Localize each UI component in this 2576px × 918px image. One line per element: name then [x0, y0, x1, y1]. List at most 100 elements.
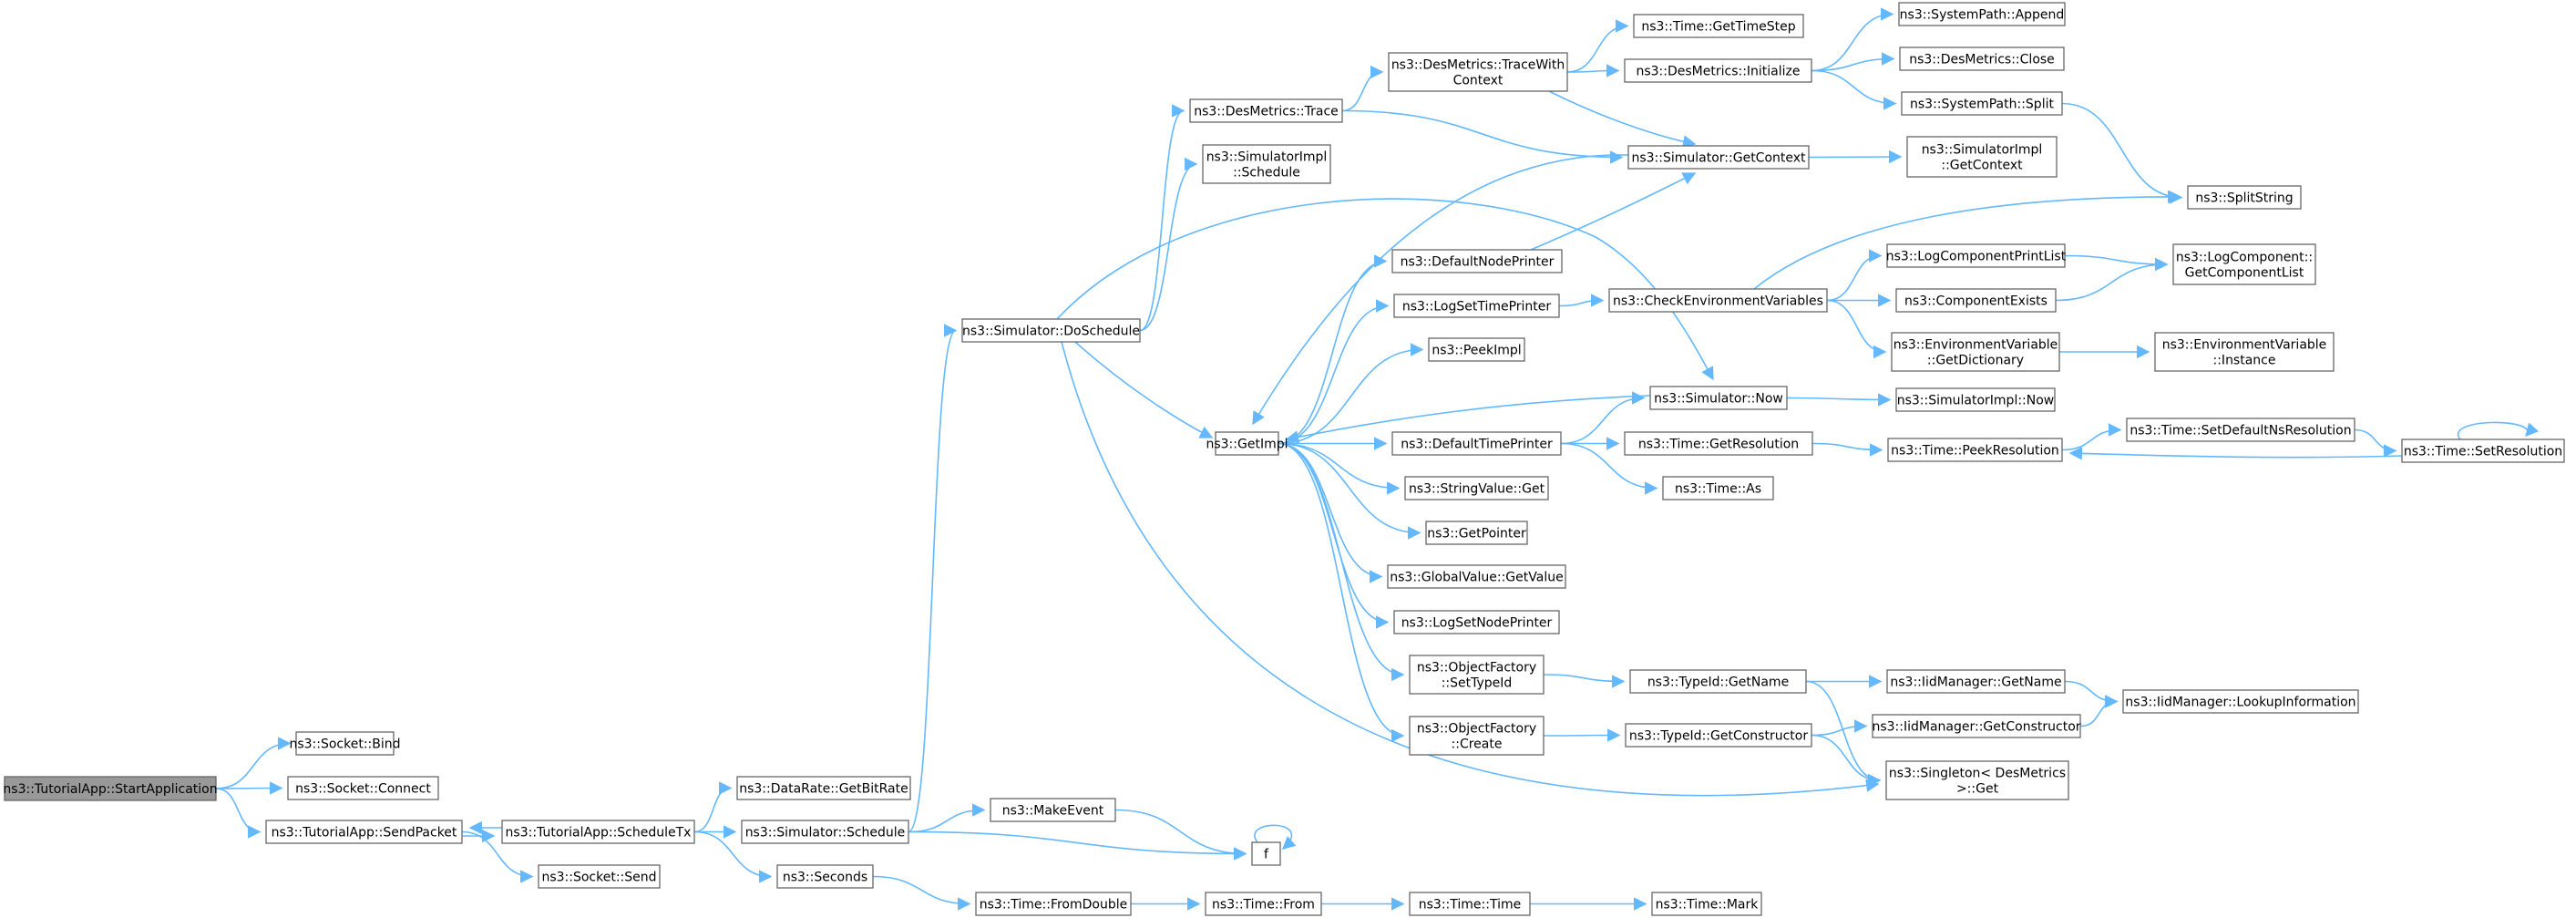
node-implnow[interactable]: ns3::SimulatorImpl::Now — [1895, 387, 2056, 412]
node-time[interactable]: ns3::Time::Time — [1409, 892, 1531, 916]
node-getcontext[interactable]: ns3::Simulator::GetContext — [1627, 145, 1810, 170]
node-label: ns3::ObjectFactory — [1417, 722, 1536, 737]
node-destrace[interactable]: ns3::DesMetrics::Trace — [1189, 98, 1343, 123]
node-iidgetctor[interactable]: ns3::IidManager::GetConstructor — [1872, 714, 2081, 738]
node-defnodeprinter[interactable]: ns3::DefaultNodePrinter — [1391, 249, 1563, 273]
edge-doschedule-to-simimplschedule — [1139, 157, 1198, 332]
node-compexists[interactable]: ns3::ComponentExists — [1895, 288, 2057, 313]
node-peekresolution[interactable]: ns3::Time::PeekResolution — [1887, 438, 2063, 462]
node-iidgetname[interactable]: ns3::IidManager::GetName — [1886, 669, 2066, 694]
node-gettimestep[interactable]: ns3::Time::GetTimeStep — [1633, 14, 1804, 38]
node-label: ns3::Socket::Connect — [295, 782, 431, 797]
node-simschedule[interactable]: ns3::Simulator::Schedule — [741, 820, 909, 844]
node-start[interactable]: ns3::TutorialApp::StartApplication — [3, 776, 218, 801]
node-label: ns3::Socket::Send — [541, 871, 656, 885]
edge-iidgetname-to-iidlookup — [2064, 680, 2119, 708]
node-label: ns3::SimulatorImpl::Now — [1897, 394, 2055, 408]
node-logcompprintlist[interactable]: ns3::LogComponentPrintList — [1886, 243, 2067, 268]
node-getresolution[interactable]: ns3::Time::GetResolution — [1624, 431, 1813, 456]
node-label: ns3::CheckEnvironmentVariables — [1613, 294, 1823, 309]
edge-typeidgetctor-to-iidgetctor — [1811, 719, 1868, 737]
node-box — [1391, 431, 1562, 456]
node-deftimeprinter[interactable]: ns3::DefaultTimePrinter — [1391, 431, 1562, 456]
node-bitrate[interactable]: ns3::DataRate::GetBitRate — [736, 776, 911, 800]
node-box — [1627, 145, 1810, 170]
node-simimplschedule[interactable]: ns3::SimulatorImpl::Schedule — [1202, 144, 1331, 184]
node-desinit[interactable]: ns3::DesMetrics::Initialize — [1624, 58, 1812, 83]
node-box — [1629, 669, 1807, 694]
node-envgetdict[interactable]: ns3::EnvironmentVariable::GetDictionary — [1891, 332, 2060, 372]
node-stringget[interactable]: ns3::StringValue::Get — [1404, 476, 1549, 500]
node-checkenv[interactable]: ns3::CheckEnvironmentVariables — [1608, 288, 1828, 313]
node-makeevent[interactable]: ns3::MakeEvent — [990, 798, 1116, 822]
edge-simschedule-to-f — [908, 830, 1247, 861]
node-label: ns3::IidManager::GetName — [1890, 676, 2061, 690]
node-box — [1872, 714, 2081, 738]
node-singleton[interactable]: ns3::Singleton< DesMetrics >::Get — [1885, 760, 2069, 800]
node-typeidgetname[interactable]: ns3::TypeId::GetName — [1629, 669, 1807, 694]
edge-getresolution-to-peekresolution — [1811, 442, 1883, 457]
node-label: ::Schedule — [1233, 166, 1300, 181]
node-box — [1387, 564, 1566, 589]
node-logsettimeprinter[interactable]: ns3::LogSetTimePrinter — [1393, 294, 1560, 318]
node-getpointer[interactable]: ns3::GetPointer — [1425, 521, 1528, 545]
node-timeas[interactable]: ns3::Time::As — [1662, 476, 1774, 500]
node-label: ns3::IidManager::GetConstructor — [1872, 720, 2080, 735]
node-simnow[interactable]: ns3::Simulator::Now — [1649, 386, 1788, 410]
node-from[interactable]: ns3::Time::From — [1205, 892, 1322, 916]
node-label: ns3::Socket::Bind — [289, 737, 400, 752]
node-split[interactable]: ns3::SystemPath::Split — [1901, 91, 2063, 116]
node-typeidgetctor[interactable]: ns3::TypeId::GetConstructor — [1625, 723, 1812, 748]
node-doschedule[interactable]: ns3::Simulator::DoSchedule — [961, 318, 1141, 343]
node-globalget[interactable]: ns3::GlobalValue::GetValue — [1387, 564, 1566, 589]
node-label: ns3::Time::As — [1675, 482, 1761, 497]
node-bind[interactable]: ns3::Socket::Bind — [289, 731, 401, 756]
node-box — [2154, 332, 2335, 372]
node-box — [1886, 243, 2066, 268]
node-logsetnodeprinter[interactable]: ns3::LogSetNodePrinter — [1393, 610, 1560, 634]
node-setresolution[interactable]: ns3::Time::SetResolution — [2401, 438, 2565, 463]
node-box — [2401, 438, 2565, 463]
node-send[interactable]: ns3::Socket::Send — [538, 864, 661, 889]
node-getcomplist[interactable]: ns3::LogComponent::GetComponentList — [2172, 243, 2316, 285]
node-fromdouble[interactable]: ns3::Time::FromDouble — [975, 892, 1132, 916]
node-ofcreate[interactable]: ns3::ObjectFactory::Create — [1409, 716, 1545, 756]
node-label: ns3::Simulator::Now — [1654, 392, 1783, 407]
node-label: ns3::Seconds — [783, 871, 867, 885]
node-ofsettypeid[interactable]: ns3::ObjectFactory::SetTypeId — [1409, 655, 1545, 695]
node-implgetcontext[interactable]: ns3::SimulatorImpl::GetContext — [1906, 136, 2058, 178]
node-setdefnsres[interactable]: ns3::Time::SetDefaultNsResolution — [2126, 418, 2355, 442]
node-connect[interactable]: ns3::Socket::Connect — [287, 776, 439, 800]
node-desclose[interactable]: ns3::DesMetrics::Close — [1899, 46, 2065, 71]
node-label: ns3::TutorialApp::StartApplication — [3, 782, 217, 797]
node-label: ns3::EnvironmentVariable — [2162, 338, 2327, 353]
node-box — [4, 776, 217, 801]
node-splitstring[interactable]: ns3::SplitString — [2187, 185, 2302, 210]
node-f[interactable]: f — [1251, 841, 1281, 866]
node-peekimpl[interactable]: ns3::PeekImpl — [1428, 337, 1525, 362]
node-box — [1662, 476, 1774, 500]
edge-tracewith-to-gettimestep — [1566, 19, 1629, 73]
node-mark[interactable]: ns3::Time::Mark — [1651, 892, 1762, 916]
node-label: ns3::IidManager::LookupInformation — [2125, 696, 2355, 710]
edge-setresolution-to-setresolution — [2457, 421, 2540, 440]
node-scheduletx[interactable]: ns3::TutorialApp::ScheduleTx — [501, 820, 695, 844]
node-box — [1608, 288, 1828, 313]
node-sendpacket[interactable]: ns3::TutorialApp::SendPacket — [265, 820, 463, 844]
node-iidlookup[interactable]: ns3::IidManager::LookupInformation — [2122, 689, 2359, 714]
node-getimpl[interactable]: ns3::GetImpl — [1206, 431, 1288, 456]
edge-getcontext-to-getimpl — [1252, 154, 1629, 426]
node-append[interactable]: ns3::SystemPath::Append — [1898, 2, 2066, 26]
node-label: ns3::Time::GetTimeStep — [1641, 20, 1795, 35]
node-box — [538, 864, 661, 889]
node-label: ::GetContext — [1941, 159, 2023, 173]
edge-getimpl-to-getpointer — [1278, 442, 1421, 540]
node-seconds[interactable]: ns3::Seconds — [776, 864, 874, 889]
edge-checkenv-to-splitstring — [1753, 190, 2181, 290]
edge-defnodeprinter-to-getcontext — [1530, 172, 1697, 251]
node-box — [1409, 655, 1545, 695]
node-box — [1886, 669, 2066, 694]
node-envinstance[interactable]: ns3::EnvironmentVariable::Instance — [2154, 332, 2335, 372]
node-box — [295, 731, 395, 756]
